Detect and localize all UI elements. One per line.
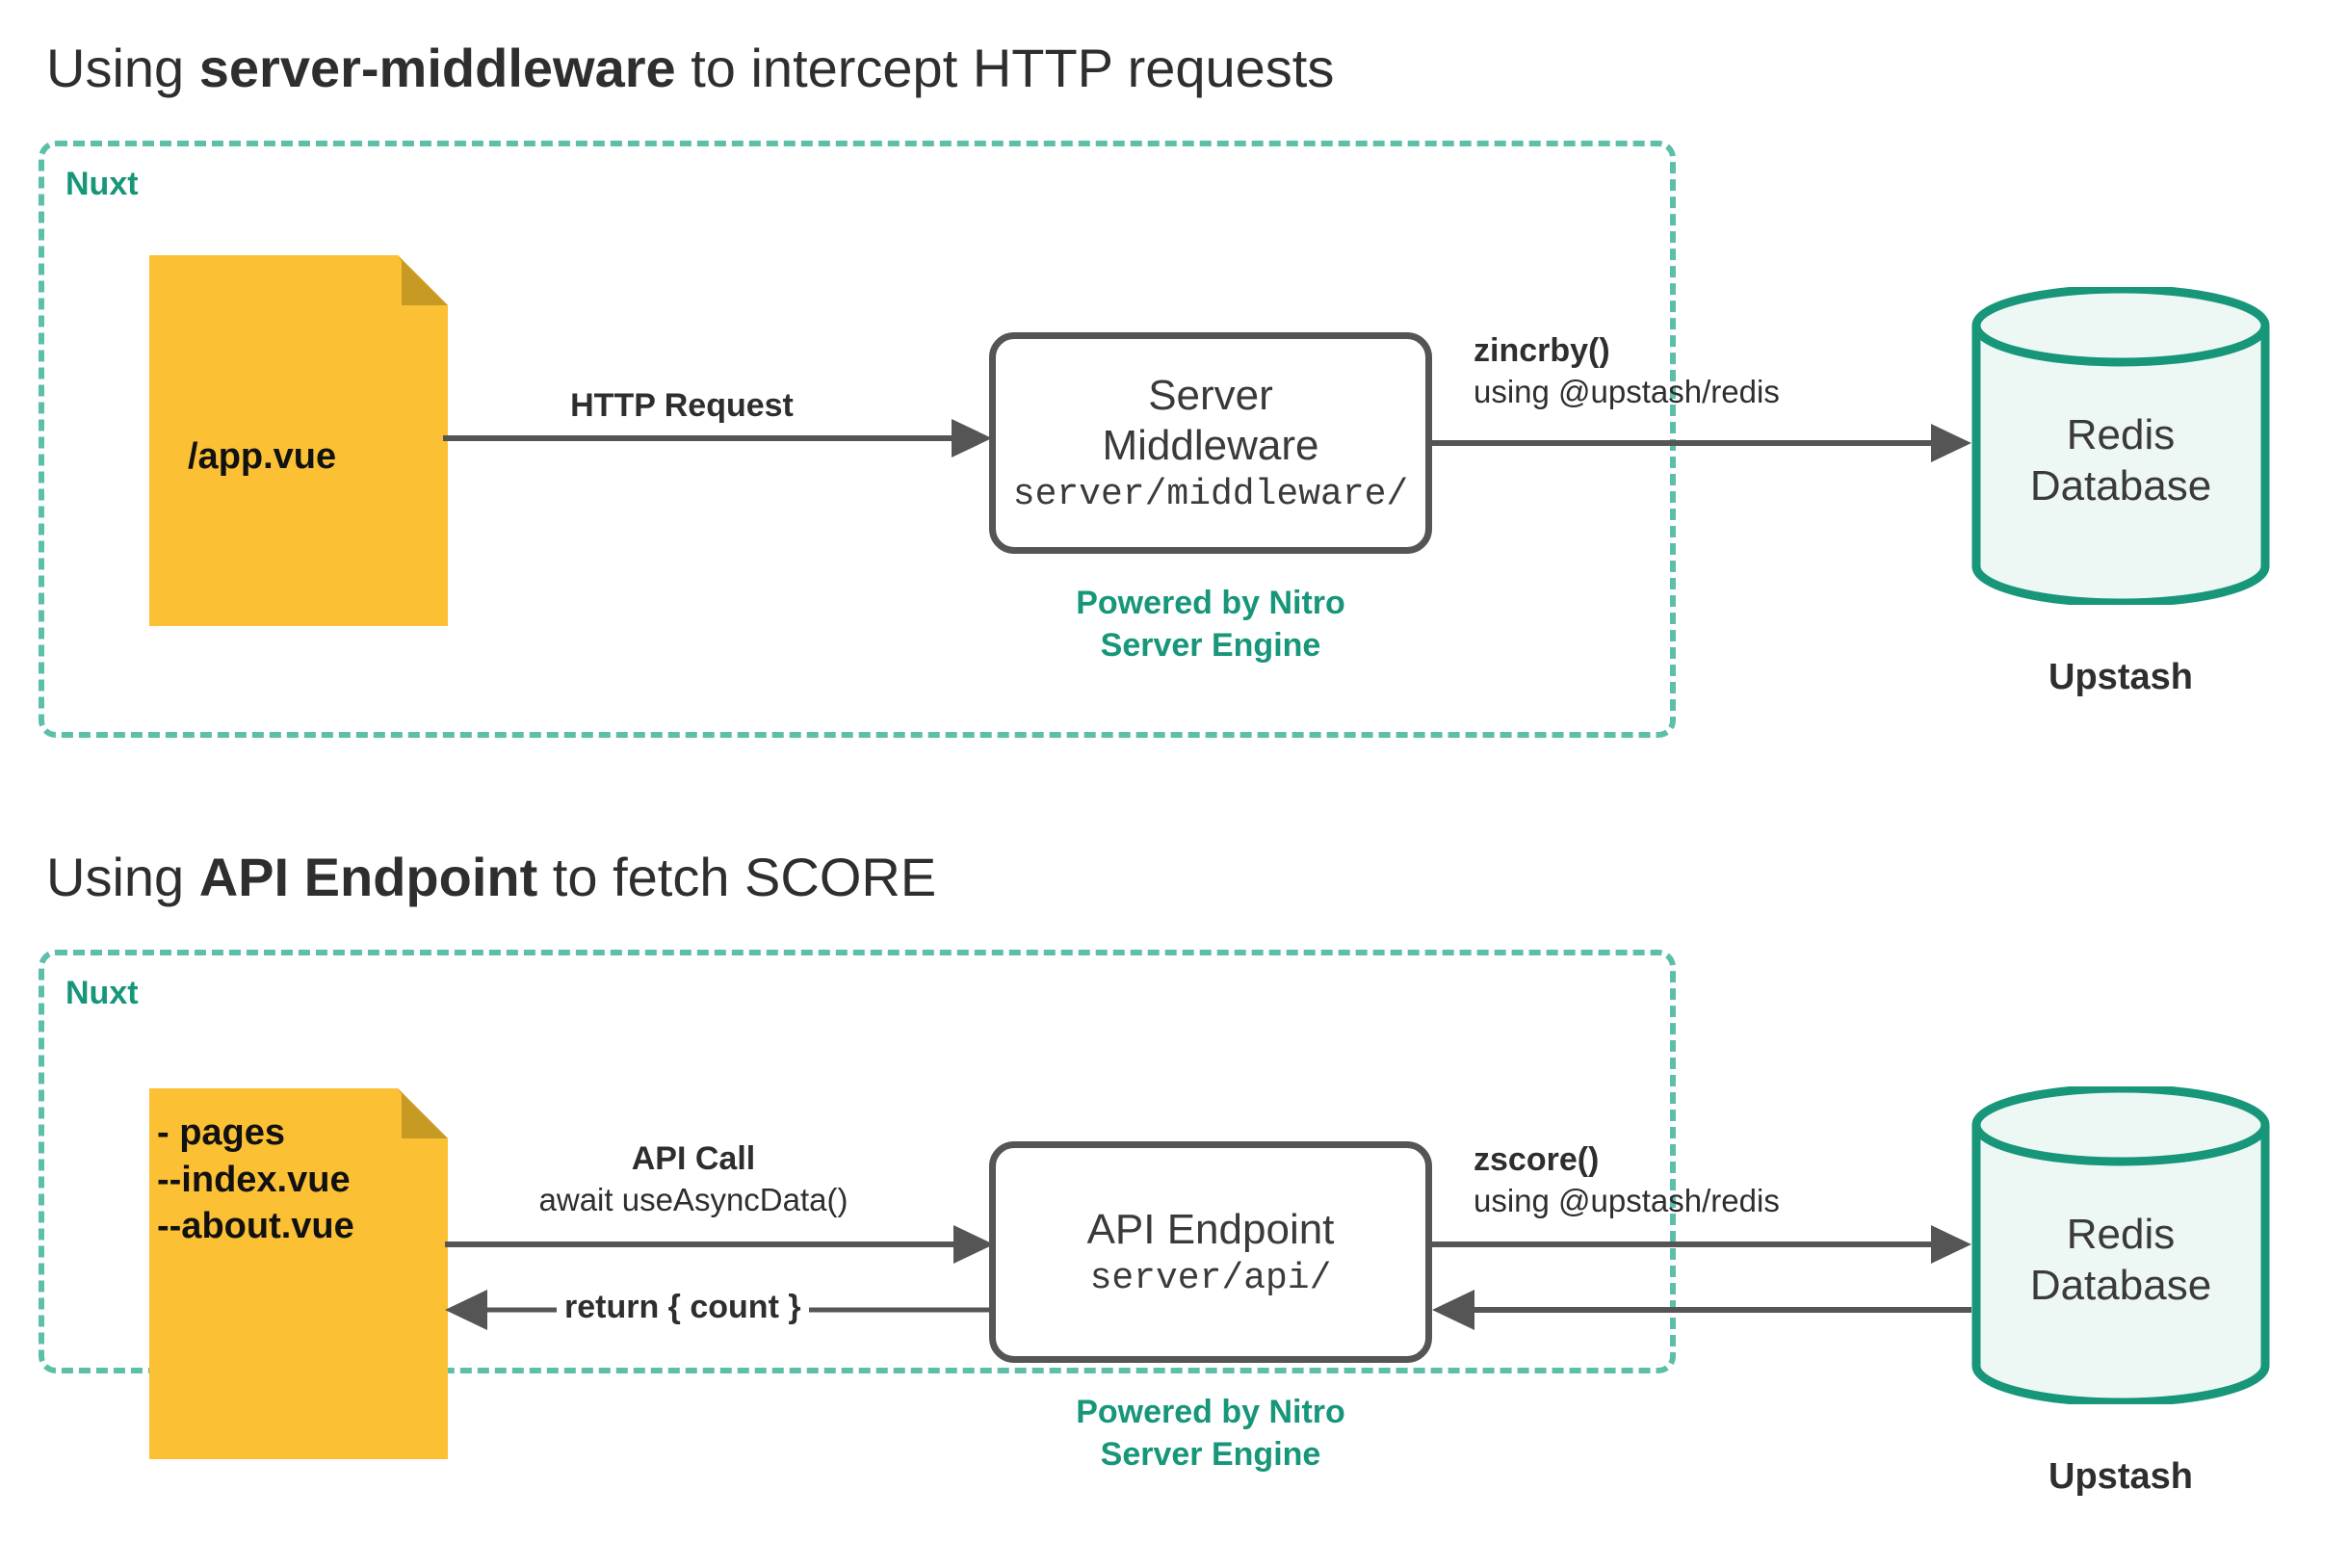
process-box-title-api-endpoint: API Endpoint — [1086, 1205, 1335, 1253]
arrow-label-return-count: return { count } — [557, 1289, 809, 1326]
nuxt-container-middleware — [39, 141, 1676, 738]
process-box-server-middleware: Server Middleware server/middleware/ — [989, 332, 1432, 554]
database-cylinder-redis-top: Redis Database — [1971, 287, 2270, 605]
process-box-api-endpoint: API Endpoint server/api/ — [989, 1141, 1432, 1363]
file-icon-pages — [149, 1088, 448, 1459]
nuxt-container-api — [39, 950, 1676, 1373]
file-card-app-vue: /app.vue — [149, 255, 448, 626]
process-box-path-api-endpoint: server/api/ — [1089, 1258, 1332, 1300]
cylinder-icon — [1971, 287, 2270, 605]
cylinder-icon-2 — [1971, 1086, 2270, 1404]
arrow-zscore — [1432, 1225, 1971, 1264]
database-caption-upstash-top: Upstash — [2048, 657, 2193, 697]
arrow-label-api-call-plain: await useAsyncData() — [538, 1181, 848, 1217]
title-prefix-2: Using — [46, 847, 199, 907]
powered-by-nitro-api: Powered by Nitro Server Engine — [1076, 1394, 1345, 1473]
file-card-pages: - pages --index.vue --about.vue — [149, 1088, 448, 1459]
arrow-label-zincrby-bold: zincrby() — [1474, 332, 1610, 369]
arrow-label-api-call-bold: API Call — [631, 1140, 756, 1177]
arrow-label-zscore-plain: using @upstash/redis — [1474, 1182, 1780, 1218]
arrow-label-zincrby-plain: using @upstash/redis — [1474, 373, 1780, 409]
database-label-redis-top: Redis Database — [2029, 411, 2212, 510]
database-caption-upstash-bottom: Upstash — [2048, 1456, 2193, 1497]
arrow-zincrby — [1432, 424, 1971, 462]
title-emphasis: server-middleware — [198, 38, 676, 98]
arrow-label-api-call: API Call await useAsyncData() — [438, 1138, 949, 1219]
process-box-path-server-middleware: server/middleware/ — [1012, 473, 1409, 515]
database-cylinder-redis-bottom: Redis Database — [1971, 1086, 2270, 1404]
database-label-redis-bottom: Redis Database — [2029, 1211, 2212, 1309]
arrow-label-http-request: HTTP Request — [480, 385, 884, 427]
nuxt-container-label-middleware: Nuxt — [65, 166, 139, 202]
file-card-label-pages: - pages --index.vue --about.vue — [157, 1112, 354, 1247]
section-server-middleware: Using server-middleware to intercept HTT… — [0, 0, 2348, 771]
section-title-middleware: Using server-middleware to intercept HTT… — [46, 37, 1334, 99]
nuxt-container-label-api: Nuxt — [65, 975, 139, 1011]
arrow-db-response — [1432, 1290, 1971, 1330]
file-card-label-app-vue: /app.vue — [188, 436, 337, 477]
powered-by-nitro-middleware: Powered by Nitro Server Engine — [1076, 585, 1345, 664]
arrow-label-http-request-bold: HTTP Request — [570, 387, 794, 424]
title-suffix: to intercept HTTP requests — [675, 38, 1335, 98]
arrow-label-zincrby: zincrby() using @upstash/redis — [1474, 330, 1780, 411]
title-prefix: Using — [46, 38, 199, 98]
arrow-api-call — [445, 1225, 994, 1264]
arrow-label-zscore: zscore() using @upstash/redis — [1474, 1139, 1780, 1220]
section-api-endpoint: Using API Endpoint to fetch SCORE Nuxt -… — [0, 809, 2348, 1568]
title-emphasis-2: API Endpoint — [198, 847, 538, 907]
arrow-label-zscore-bold: zscore() — [1474, 1141, 1600, 1178]
file-icon — [149, 255, 448, 626]
title-suffix-2: to fetch SCORE — [537, 847, 937, 907]
arrow-http-request — [443, 419, 992, 457]
process-box-title-server-middleware: Server Middleware — [1102, 372, 1319, 469]
section-title-api-endpoint: Using API Endpoint to fetch SCORE — [46, 846, 936, 908]
